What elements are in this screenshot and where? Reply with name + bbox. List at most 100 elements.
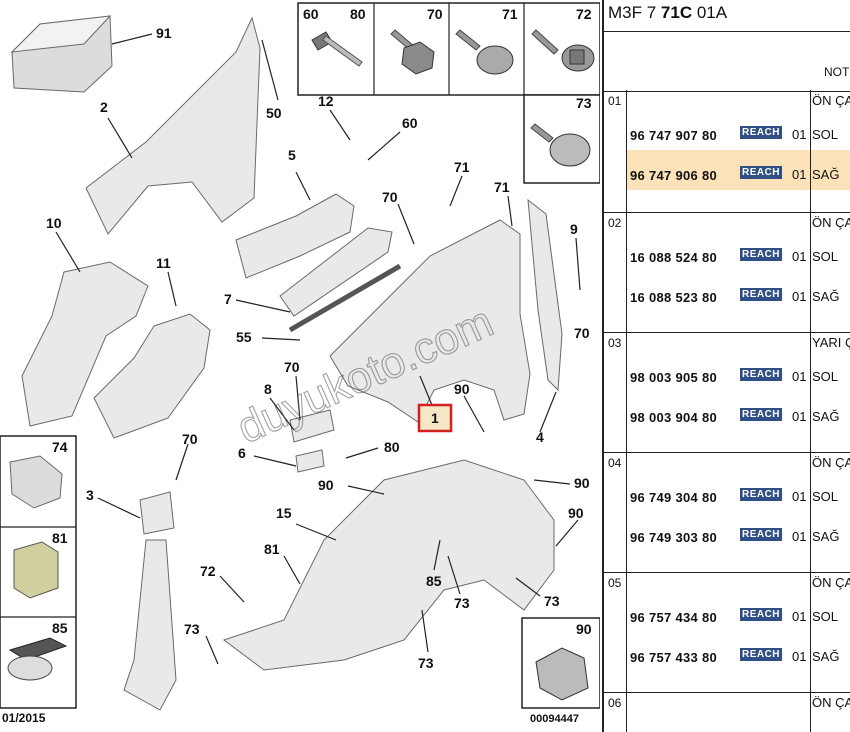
reach-badge: REACH — [740, 248, 782, 261]
column-divider — [810, 572, 811, 692]
inset-label: 74 — [52, 439, 68, 455]
group-description: ÖN ÇA — [812, 455, 850, 470]
callout-label: 70 — [574, 325, 590, 341]
column-divider — [810, 692, 811, 732]
reach-badge: REACH — [740, 488, 782, 501]
side-label: SAĞ — [812, 409, 840, 424]
arch-10-part — [21, 261, 149, 427]
fastener-inset-row: 60 80 70 71 72 73 — [297, 2, 600, 184]
inset-label: 81 — [52, 530, 68, 546]
callout-label: 73 — [454, 595, 470, 611]
callout-label: 15 — [276, 505, 292, 521]
reach-badge: REACH — [740, 166, 782, 179]
part-number: 96 749 303 80 — [630, 530, 718, 545]
callout-label: 71 — [454, 159, 470, 175]
clip-74-icon — [9, 455, 63, 509]
column-divider — [810, 332, 811, 452]
group-description: ÖN ÇA — [812, 575, 850, 590]
column-divider — [626, 572, 627, 692]
inset-label: 71 — [502, 6, 518, 22]
part-number: 16 088 523 80 — [630, 290, 718, 305]
bracket-5-part — [235, 193, 355, 279]
callout-label: 80 — [384, 439, 400, 455]
callout-label-selected: 1 — [431, 410, 439, 426]
inset-label: 70 — [427, 6, 443, 22]
reach-badge: REACH — [740, 126, 782, 139]
column-divider — [626, 212, 627, 332]
part-row[interactable]: 96 749 304 80 REACH 01 SOL — [626, 472, 850, 512]
quantity: 01 — [792, 489, 807, 504]
callout-label: 73 — [544, 593, 560, 609]
group-description: ÖN ÇA — [812, 695, 850, 710]
side-label: SAĞ — [812, 529, 840, 544]
part-number: 16 088 524 80 — [630, 250, 718, 265]
column-divider — [626, 90, 627, 212]
callout-label: 12 — [318, 93, 334, 109]
part-number: 96 757 434 80 — [630, 610, 718, 625]
callout-label: 90 — [568, 505, 584, 521]
callout-label: 4 — [536, 429, 544, 445]
pillar-part — [123, 539, 177, 711]
exploded-view: 60 80 70 71 72 73 74 81 85 90 — [0, 2, 600, 725]
column-divider — [810, 452, 811, 572]
group-number: 03 — [608, 336, 622, 350]
fuse-box-part — [10, 15, 113, 93]
clip-inset-column: 74 81 85 — [0, 435, 77, 709]
side-label: SAĞ — [812, 289, 840, 304]
column-divider — [810, 90, 811, 212]
callout-label: 9 — [570, 221, 578, 237]
seal-4-part — [527, 198, 563, 392]
callout-label: 10 — [46, 215, 62, 231]
quantity: 01 — [792, 409, 807, 424]
side-label: SAĞ — [812, 649, 840, 664]
callout-label: 73 — [418, 655, 434, 671]
selected-part-highlight[interactable] — [417, 403, 453, 433]
quantity: 01 — [792, 249, 807, 264]
part-number: 98 003 904 80 — [630, 410, 718, 425]
bracket-3-part — [139, 491, 175, 535]
clip-81-icon — [13, 541, 59, 599]
reach-badge: REACH — [740, 528, 782, 541]
part-number: 96 747 906 80 — [630, 168, 718, 183]
group-number: 01 — [608, 94, 622, 108]
part-number: 96 749 304 80 — [630, 490, 718, 505]
callout-label: 7 — [224, 291, 232, 307]
reach-badge: REACH — [740, 408, 782, 421]
inset-label: 60 — [303, 6, 319, 22]
group-number: 04 — [608, 456, 622, 470]
parts-diagram: 60 80 70 71 72 73 74 81 85 90 — [0, 2, 600, 725]
callout-label: 72 — [200, 563, 216, 579]
reach-badge: REACH — [740, 288, 782, 301]
callout-label: 70 — [284, 359, 300, 375]
callout-label: 55 — [236, 329, 252, 345]
reach-badge: REACH — [740, 608, 782, 621]
part-row[interactable]: 98 003 904 80 REACH 01 SAĞ — [626, 392, 850, 432]
side-label: SOL — [812, 489, 839, 504]
reach-badge: REACH — [740, 648, 782, 661]
hex-bolt-icon — [390, 29, 435, 75]
callout-label: 60 — [402, 115, 418, 131]
flange-screw-icon — [531, 29, 595, 72]
quantity: 01 — [792, 649, 807, 664]
nut-clip-icon — [535, 647, 589, 701]
callout-label: 2 — [100, 99, 108, 115]
column-divider — [810, 212, 811, 332]
callout-label: 6 — [238, 445, 246, 461]
inset-label: 90 — [576, 621, 592, 637]
inset-label: 85 — [52, 620, 68, 636]
callout-label: 11 — [156, 255, 171, 271]
column-divider — [626, 692, 627, 732]
callout-label: 91 — [156, 25, 172, 41]
callout-label: 81 — [264, 541, 280, 557]
